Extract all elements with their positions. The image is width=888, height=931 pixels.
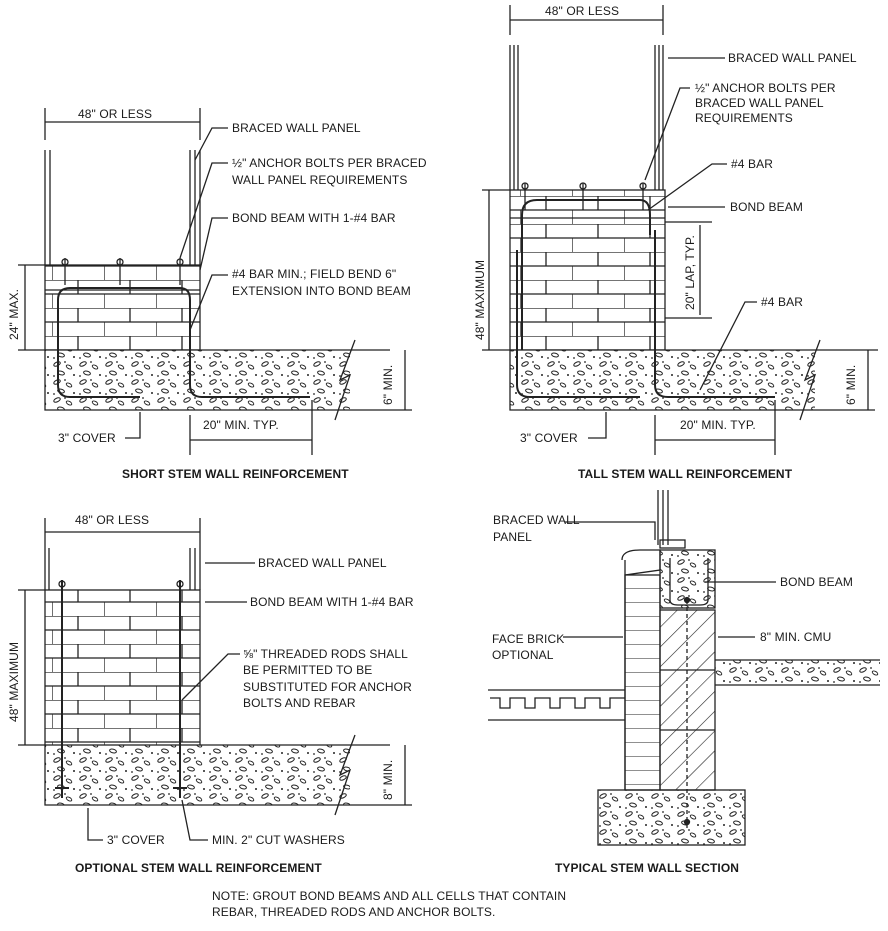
optional-washers-label: MIN. 2" CUT WASHERS bbox=[212, 833, 345, 847]
short-lap-dimension: 20" MIN. TYP. bbox=[203, 418, 279, 432]
optional-width-dimension: 48" OR LESS bbox=[75, 513, 150, 527]
optional-rods-label-4: BOLTS AND REBAR bbox=[243, 696, 356, 710]
note-line-1: NOTE: GROUT BOND BEAMS AND ALL CELLS THA… bbox=[212, 889, 567, 903]
tall-lap-vertical-dimension: 20" LAP, TYP. bbox=[683, 235, 697, 310]
typical-title: TYPICAL STEM WALL SECTION bbox=[555, 861, 740, 875]
short-height-dimension: 24" MAX. bbox=[7, 288, 21, 340]
short-bar-label-2: EXTENSION INTO BOND BEAM bbox=[232, 284, 411, 298]
tall-top-bar-label: #4 BAR bbox=[731, 157, 773, 171]
tall-anchor-bolts-label-3: REQUIREMENTS bbox=[695, 111, 793, 125]
short-anchor-bolts-label-2: WALL PANEL REQUIREMENTS bbox=[232, 173, 408, 187]
optional-height-dimension: 48" MAXIMUM bbox=[7, 641, 21, 722]
typical-bond-beam-label: BOND BEAM bbox=[780, 575, 853, 589]
tall-cover-label: 3" COVER bbox=[520, 431, 578, 445]
optional-cover-label: 3" COVER bbox=[107, 833, 165, 847]
tall-height-dimension: 48" MAXIMUM bbox=[473, 259, 487, 340]
short-anchor-bolts-label-1: ½" ANCHOR BOLTS PER BRACED bbox=[232, 156, 427, 170]
typical-cmu-label: 8" MIN. CMU bbox=[760, 630, 832, 644]
typical-face-brick-label-1: FACE BRICK bbox=[492, 632, 565, 646]
tall-bond-beam-label: BOND BEAM bbox=[730, 200, 803, 214]
optional-rods-label-1: ⅝" THREADED RODS SHALL bbox=[243, 647, 408, 661]
typical-braced-wall-label-1: BRACED WALL bbox=[493, 513, 580, 527]
short-cover-label: 3" COVER bbox=[58, 431, 116, 445]
tall-lap-dimension: 20" MIN. TYP. bbox=[680, 418, 756, 432]
tall-footing-dimension: 6" MIN. bbox=[844, 364, 858, 405]
optional-footing-dimension: 8" MIN. bbox=[381, 759, 395, 800]
optional-title: OPTIONAL STEM WALL REINFORCEMENT bbox=[75, 861, 322, 875]
typical-braced-wall-label-2: PANEL bbox=[493, 530, 532, 544]
note-line-2: REBAR, THREADED RODS AND ANCHOR BOLTS. bbox=[212, 905, 496, 919]
tall-braced-wall-panel-label: BRACED WALL PANEL bbox=[728, 51, 857, 65]
tall-anchor-bolts-label-2: BRACED WALL PANEL bbox=[695, 96, 824, 110]
short-footing-dimension: 6" MIN. bbox=[381, 364, 395, 405]
short-braced-wall-panel-label: BRACED WALL PANEL bbox=[232, 121, 361, 135]
tall-anchor-bolts-label-1: ½" ANCHOR BOLTS PER bbox=[695, 81, 836, 95]
tall-title: TALL STEM WALL REINFORCEMENT bbox=[578, 467, 793, 481]
tall-width-dimension: 48" OR LESS bbox=[545, 4, 620, 18]
short-bar-label-1: #4 BAR MIN.; FIELD BEND 6" bbox=[232, 267, 397, 281]
optional-rods-label-2: BE PERMITTED TO BE bbox=[243, 663, 373, 677]
short-title: SHORT STEM WALL REINFORCEMENT bbox=[122, 467, 349, 481]
short-bond-beam-label: BOND BEAM WITH 1-#4 BAR bbox=[232, 211, 396, 225]
tall-bottom-bar-label: #4 BAR bbox=[761, 295, 803, 309]
optional-bond-beam-label: BOND BEAM WITH 1-#4 BAR bbox=[250, 595, 414, 609]
short-width-dimension: 48" OR LESS bbox=[78, 107, 153, 121]
optional-braced-wall-panel-label: BRACED WALL PANEL bbox=[258, 556, 387, 570]
typical-face-brick-label-2: OPTIONAL bbox=[492, 648, 554, 662]
optional-rods-label-3: SUBSTITUTED FOR ANCHOR bbox=[243, 680, 412, 694]
